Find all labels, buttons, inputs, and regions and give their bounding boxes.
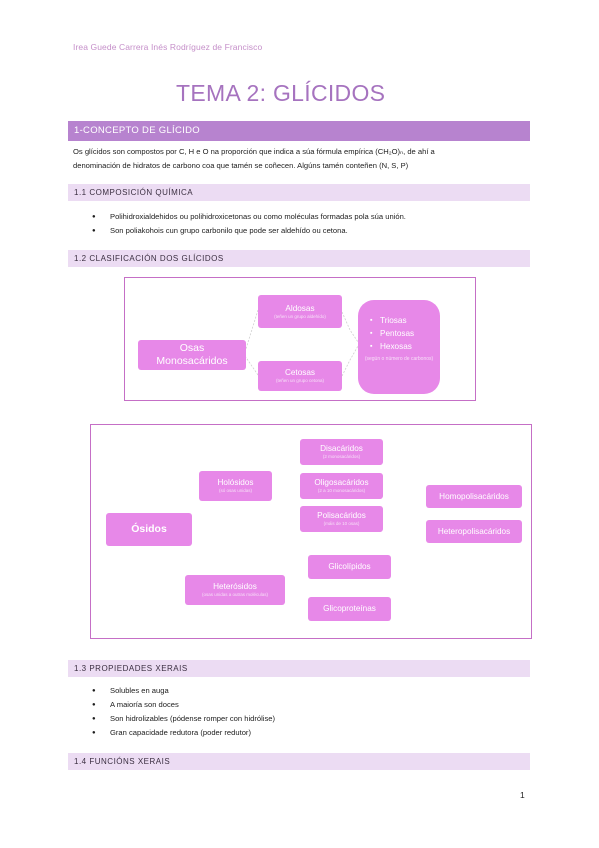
glicoproteinas-label: Glicoproteínas <box>323 604 376 613</box>
osas-label-line-1: Osas <box>179 342 205 354</box>
glicolipidos-label: Glicolípidos <box>328 562 371 571</box>
holosidos-node: Holósidos (só osas unidas) <box>199 471 272 501</box>
types-list: Triosas Pentosas Hexosas <box>364 314 434 353</box>
disacaridos-node: Disacáridos (2 monosacáridos) <box>300 439 383 465</box>
polisacaridos-sublabel: (máis de 10 osas) <box>323 521 360 526</box>
heterosidos-node: Heterósidos (osas unidas a outras molécu… <box>185 575 285 605</box>
cetosas-node: Cetosas (teñen un grupo cetona) <box>258 361 342 391</box>
oligosacaridos-label: Oligosacáridos <box>314 478 369 487</box>
aldosas-sublabel: (teñen un grupo aldehído) <box>274 313 326 319</box>
properties-list: Solubles en auga A maioría son doces Son… <box>92 684 275 740</box>
type-item-hexosas: Hexosas <box>370 340 434 353</box>
monosaccharide-types-bubble: Triosas Pentosas Hexosas (según o número… <box>358 300 440 394</box>
cetosas-sublabel: (teñen un grupo cetona) <box>275 378 325 383</box>
glicoproteinas-node: Glicoproteínas <box>308 597 391 621</box>
aldosas-label: Aldosas <box>285 303 315 313</box>
page-title: TEMA 2: GLÍCIDOS <box>176 80 386 106</box>
polisacaridos-node: Polisacáridos (máis de 10 osas) <box>300 506 383 532</box>
type-item-pentosas: Pentosas <box>370 327 434 340</box>
heteropolisacaridos-label: Heteropolisacáridos <box>437 526 511 536</box>
section-heading-composicion: 1.1 COMPOSICIÓN QUÍMICA <box>68 184 530 201</box>
section-heading-propiedades: 1.3 PROPIEDADES XERAIS <box>68 660 530 677</box>
polisacaridos-label: Polisacáridos <box>317 511 366 520</box>
homopolisacaridos-node: Homopolisacáridos <box>426 485 522 508</box>
list-item: Son poliakohois cun grupo carbonilo que … <box>92 224 406 238</box>
glicolipidos-node: Glicolípidos <box>308 555 391 579</box>
aldosas-node: Aldosas (teñen un grupo aldehído) <box>258 295 342 328</box>
concept-line-2: denominación de hidratos de carbono coa … <box>73 161 409 170</box>
heterosidos-label: Heterósidos <box>213 582 257 591</box>
section-banner-concepto: 1-CONCEPTO DE GLÍCIDO <box>68 121 530 141</box>
osidos-label: Ósidos <box>131 523 167 535</box>
concept-line-1: Os glícidos son compostos por C, H e O n… <box>73 147 435 156</box>
concept-paragraph: Os glícidos son compostos por C, H e O n… <box>73 145 528 173</box>
disacaridos-sublabel: (2 monosacáridos) <box>322 454 361 459</box>
list-item: Gran capacidade redutora (poder redutor) <box>92 726 275 740</box>
oligosacaridos-node: Oligosacáridos (2 a 10 monosacáridos) <box>300 473 383 499</box>
type-item-triosas: Triosas <box>370 314 434 327</box>
section-heading-clasificacion: 1.2 CLASIFICACIÓN DOS GLÍCIDOS <box>68 250 530 267</box>
heterosidos-sublabel: (osas unidas a outras moléculas) <box>201 592 269 597</box>
list-item: A maioría son doces <box>92 698 275 712</box>
disacaridos-label: Disacáridos <box>320 444 363 453</box>
holosidos-label: Holósidos <box>217 478 254 487</box>
osidos-node: Ósidos <box>106 513 192 546</box>
list-item: Solubles en auga <box>92 684 275 698</box>
list-item: Polihidroxialdehidos ou polihidroxiceton… <box>92 210 406 224</box>
cetosas-label: Cetosas <box>284 368 316 377</box>
types-note: (según o número de carbonos) <box>364 356 434 362</box>
authors: Irea Guede Carrera Inés Rodríguez de Fra… <box>73 42 263 52</box>
holosidos-sublabel: (só osas unidas) <box>218 488 253 493</box>
composition-list: Polihidroxialdehidos ou polihidroxiceton… <box>92 210 406 238</box>
list-item: Son hidrolizables (pódense romper con hi… <box>92 712 275 726</box>
osas-label-line-2: Monosacáridos <box>156 355 228 367</box>
page-number: 1 <box>520 790 525 800</box>
heteropolisacaridos-node: Heteropolisacáridos <box>426 520 522 543</box>
section-heading-funcions: 1.4 FUNCIÓNS XERAIS <box>68 753 530 770</box>
oligosacaridos-sublabel: (2 a 10 monosacáridos) <box>317 488 366 493</box>
homopolisacaridos-label: Homopolisacáridos <box>439 491 509 501</box>
